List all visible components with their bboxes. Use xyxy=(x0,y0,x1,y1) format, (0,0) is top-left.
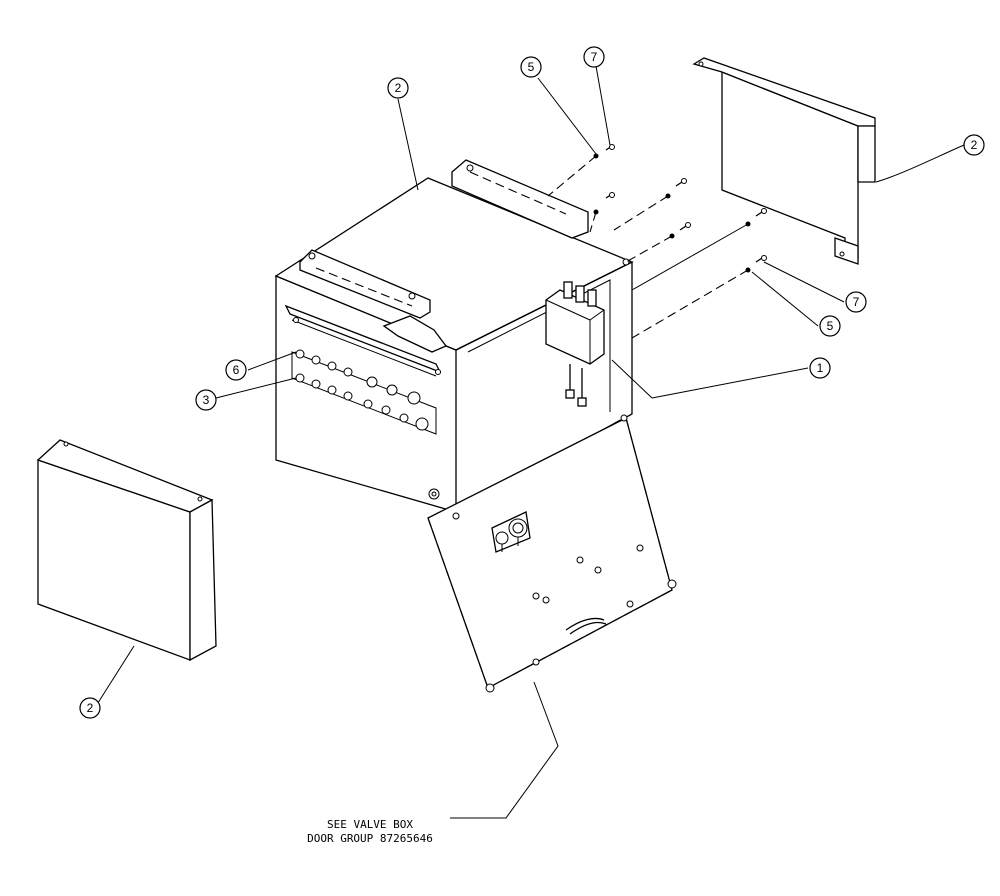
svg-text:7: 7 xyxy=(591,50,598,64)
main-enclosure xyxy=(274,159,634,513)
callout-3: 3 xyxy=(195,389,217,411)
door-group-note: SEE VALVE BOX DOOR GROUP 87265646 xyxy=(290,818,450,846)
valve-block xyxy=(545,281,605,407)
svg-text:5: 5 xyxy=(528,60,535,74)
valve-box-door xyxy=(427,414,677,693)
knockout-holes xyxy=(295,349,429,431)
callout-2-right: 2 xyxy=(963,134,985,156)
callout-2-left: 2 xyxy=(79,697,101,719)
callout-7-top: 7 xyxy=(583,46,605,68)
svg-text:1: 1 xyxy=(817,361,824,375)
svg-text:2: 2 xyxy=(971,138,978,152)
svg-text:3: 3 xyxy=(203,393,210,407)
leader-lines xyxy=(95,65,965,819)
note-line-2: DOOR GROUP 87265646 xyxy=(307,832,433,845)
callout-6: 6 xyxy=(225,359,247,381)
svg-text:2: 2 xyxy=(395,81,402,95)
svg-text:6: 6 xyxy=(233,363,240,377)
callout-5-right: 5 xyxy=(819,315,841,337)
svg-text:5: 5 xyxy=(827,319,834,333)
fastener-hardware xyxy=(547,144,767,339)
callout-7-right: 7 xyxy=(845,291,867,313)
note-line-1: SEE VALVE BOX xyxy=(326,818,414,831)
svg-text:7: 7 xyxy=(853,295,860,309)
callout-5-top: 5 xyxy=(520,56,542,78)
svg-text:2: 2 xyxy=(87,701,94,715)
callout-1: 1 xyxy=(809,357,831,379)
right-cover-panel xyxy=(692,57,876,265)
callout-2-top: 2 xyxy=(387,77,409,99)
left-cover-box xyxy=(36,439,217,662)
